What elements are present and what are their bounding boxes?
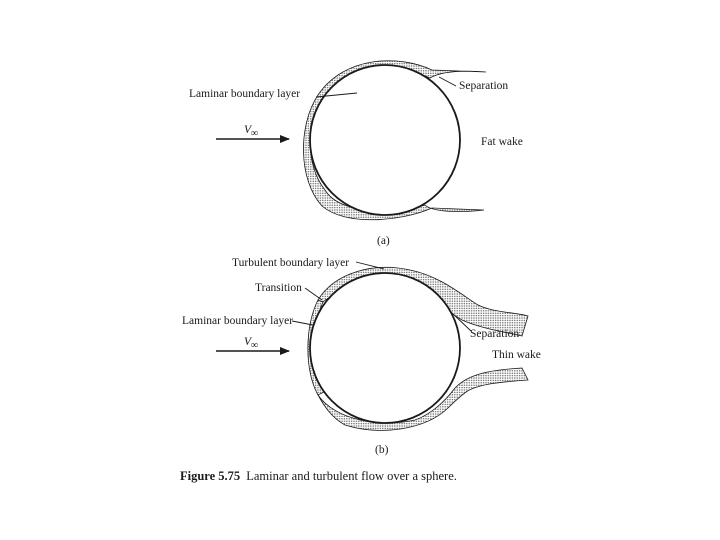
label-transition-b: Transition: [255, 282, 302, 294]
label-velocity-b: V∞: [244, 336, 258, 351]
label-separation-a: Separation: [459, 80, 508, 92]
label-laminar-b: Laminar boundary layer: [182, 315, 293, 327]
label-laminar-a: Laminar boundary layer: [189, 88, 300, 100]
label-wake-a: Fat wake: [481, 136, 523, 148]
panel-label-b: (b): [375, 444, 389, 456]
panel-label-a: (a): [377, 235, 390, 247]
diagram-b: Turbulent boundary layer Transition Lami…: [182, 257, 541, 456]
turbulent-boundary-layer-band-lower: [317, 367, 529, 431]
leader-laminar-b: [291, 320, 314, 326]
leader-turbulent-b: [355, 261, 385, 270]
caption-text: Laminar and turbulent flow over a sphere…: [246, 469, 457, 483]
leader-separation-a: [438, 76, 457, 87]
label-velocity-a: V∞: [244, 124, 258, 139]
sphere-a: [309, 64, 461, 216]
label-turbulent-b: Turbulent boundary layer: [232, 257, 349, 269]
leader-laminar-a: [315, 92, 358, 98]
leader-transition-b: [304, 287, 323, 301]
sphere-b: [309, 272, 461, 424]
figure-caption: Figure 5.75 Laminar and turbulent flow ov…: [180, 469, 457, 483]
leader-separation-b: [451, 312, 472, 332]
diagram-a: Laminar boundary layer Separation V∞ Fat…: [189, 60, 523, 247]
label-wake-b: Thin wake: [492, 349, 541, 361]
label-separation-b: Separation: [470, 328, 519, 340]
caption-number: Figure 5.75: [180, 469, 240, 483]
